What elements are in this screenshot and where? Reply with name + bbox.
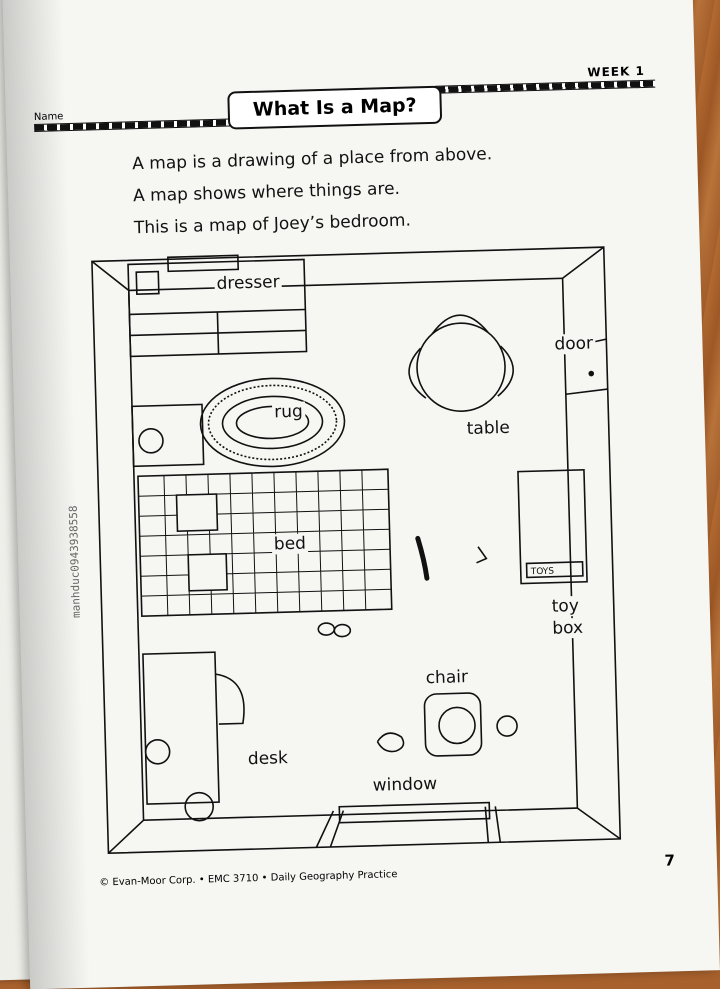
bedroom-map-drawing: TOYS [91,246,622,855]
week-label: WEEK 1 [587,63,646,80]
label-door: door [552,333,596,355]
pillow-1 [175,493,219,532]
armchair-drawing [423,692,483,757]
rug-fringe [207,384,338,461]
label-desk: desk [245,748,291,770]
label-toy: toy [549,595,582,617]
curtains-drawing [315,806,502,848]
label-rug: rug [271,401,306,423]
rug-outer [199,377,346,468]
header-band-right [435,79,656,94]
dresser-drawer-line [129,329,306,337]
label-chair: chair [423,667,471,689]
ball-drawing [496,715,518,737]
door-edge-bottom [565,388,608,396]
name-label: Name [33,111,64,123]
bedroom-map: TOYS dresser rug table door bed toy box … [88,243,625,857]
rug-ring-1 [221,395,324,450]
sneaker-toy [476,546,488,564]
table-drawing [416,322,506,412]
label-bed: bed [271,533,309,555]
footer-credit: © Evan-Moor Corp. • EMC 3710 • Daily Geo… [99,869,398,889]
lamp-drawing [138,428,164,454]
caterpillar-toy [415,535,430,581]
label-window: window [370,773,440,796]
intro-line-2: A map shows where things are. [132,178,401,207]
table-chair-left [408,347,427,399]
window-drawing [338,801,491,824]
bed-drawing [137,468,393,617]
intro-line-3: This is a map of Joey’s bedroom. [133,210,412,239]
slipper-1 [317,622,336,636]
toys-sign [525,561,584,579]
wall-corner-tr [562,246,605,279]
intro-line-1: A map is a drawing of a place from above… [131,144,493,175]
watermark-text: manhduc0943938558 [66,505,83,619]
table-chair-top [431,314,489,335]
slipper-2 [333,623,352,638]
desk-chair [215,673,245,725]
label-dresser: dresser [214,272,282,295]
door-knob [588,370,595,377]
armchair-cushion [438,706,476,745]
toys-sign-text: TOYS [530,567,555,578]
globe-drawing [144,738,171,765]
mirror-edge [167,254,240,273]
nightstand-drawing [131,403,205,468]
title-box: What Is a Map? [227,85,443,130]
trash-can-drawing [184,791,214,822]
table-chair-right [497,345,514,397]
toy-box-drawing [517,468,588,585]
page-title: What Is a Map? [252,94,417,121]
wall-corner-br [576,807,621,840]
inner-wall [127,277,579,822]
wall-corner-bl [107,819,145,854]
outer-wall [91,246,622,855]
label-table: table [464,417,513,440]
picture-frame [135,270,160,296]
label-box: box [550,617,586,639]
desk-drawing [142,651,220,805]
page-number: 7 [664,851,676,870]
wall-corner-tl [91,260,130,292]
quilt-grid [138,469,392,616]
pillow-2 [187,552,228,592]
cat-drawing [376,732,405,753]
